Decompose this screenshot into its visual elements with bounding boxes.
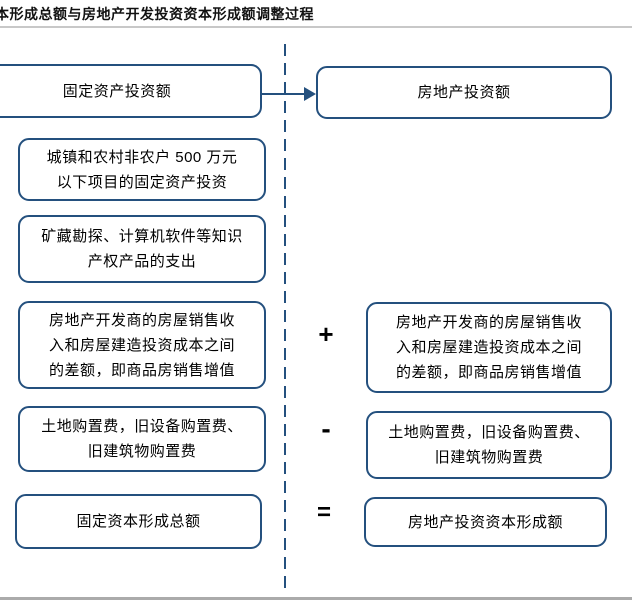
box-line: 入和房屋建造投资成本之间 — [395, 339, 582, 356]
box-label: 固定资本形成总额 — [76, 513, 201, 530]
box-label: 房地产投资额 — [417, 84, 511, 101]
box-line: 土地购置费，旧设备购置费、 — [41, 418, 243, 435]
box-line: 房地产开发商的房屋销售收 — [395, 314, 582, 331]
box-sales-margin-right: 房地产开发商的房屋销售收 入和房屋建造投资成本之间 的差额，即商品房销售增值 — [366, 302, 612, 393]
box-ip-products-expenditure: 矿藏勘探、计算机软件等知识 产权产品的支出 — [18, 215, 266, 283]
minus-operator: - — [321, 413, 331, 444]
box-line: 城镇和农村非农户 500 万元 — [46, 148, 238, 166]
box-label: 固定资产投资额 — [62, 82, 172, 100]
box-gross-fixed-capital-formation: 固定资本形成总额 — [15, 494, 262, 549]
box-line: 入和房屋建造投资成本之间 — [48, 336, 235, 354]
box-small-projects-under-500: 城镇和农村非农户 500 万元 以下项目的固定资产投资 — [18, 138, 266, 201]
box-purchase-fees-right: 土地购置费，旧设备购置费、 旧建筑物购置费 — [366, 411, 612, 479]
box-fixed-asset-investment: 固定资产投资额 — [0, 64, 262, 118]
flow-arrow-line — [262, 93, 306, 95]
box-line: 土地购置费，旧设备购置费、 — [388, 424, 590, 441]
box-line: 产权产品的支出 — [87, 253, 197, 270]
box-line: 矿藏勘探、计算机软件等知识 — [41, 228, 243, 245]
page-title: 本形成总额与房地产开发投资资本形成额调整过程 — [0, 6, 314, 22]
box-purchase-fees-left: 土地购置费，旧设备购置费、 旧建筑物购置费 — [18, 406, 266, 472]
box-label: 房地产投资资本形成额 — [407, 513, 563, 531]
box-line: 以下项目的固定资产投资 — [56, 173, 228, 191]
flow-arrow-head-icon — [304, 87, 316, 101]
bottom-divider — [0, 597, 632, 600]
box-line: 房地产开发商的房屋销售收 — [48, 311, 235, 329]
equals-operator: = — [316, 499, 331, 526]
box-sales-margin-left: 房地产开发商的房屋销售收 入和房屋建造投资成本之间 的差额，即商品房销售增值 — [18, 301, 266, 389]
plus-operator: + — [318, 319, 334, 349]
box-line: 的差额，即商品房销售增值 — [48, 361, 235, 379]
divider-dashed-line — [284, 44, 286, 590]
title-divider — [0, 26, 632, 28]
box-real-estate-capital-formation: 房地产投资资本形成额 — [364, 497, 607, 547]
box-line: 旧建筑物购置费 — [87, 443, 197, 460]
box-line: 旧建筑物购置费 — [434, 449, 544, 466]
box-real-estate-investment: 房地产投资额 — [316, 66, 612, 119]
box-line: 的差额，即商品房销售增值 — [395, 364, 582, 381]
